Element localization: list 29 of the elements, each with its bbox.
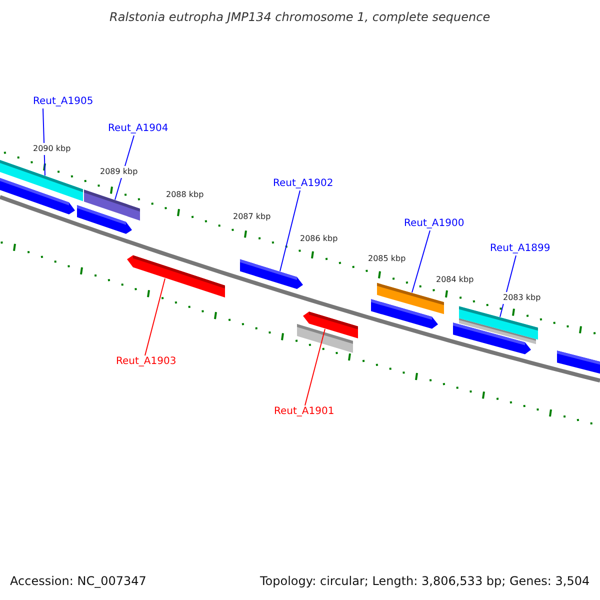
scale-label: 2085 kbp: [368, 253, 406, 265]
gene-feature: [303, 312, 358, 338]
gene-label: Reut_A1902: [273, 178, 334, 190]
gene-label: Reut_A1904: [108, 123, 168, 135]
gene-feature: [127, 255, 225, 298]
leader-line: [304, 328, 326, 406]
leader-line: [144, 278, 166, 356]
title: Ralstonia eutropha JMP134 chromosome 1, complete sequence: [110, 11, 490, 23]
gene-feature: [84, 190, 140, 221]
scale-label: 2087 kbp: [233, 211, 271, 223]
gene-feature: [240, 259, 303, 289]
scale-label: 2083 kbp: [503, 292, 541, 304]
gene-feature: [0, 158, 83, 202]
gene-label: Reut_A1900: [404, 218, 464, 230]
scale-label: 2090 kbp: [33, 143, 71, 155]
leader-line: [412, 230, 430, 294]
footer-text: Accession: NC_007347: [10, 575, 146, 587]
leader-line: [280, 190, 300, 272]
footer-text: Topology: circular; Length: 3,806,533 bp; Genes: 3,504: [260, 575, 590, 587]
scale-label: 2089 kbp: [100, 166, 138, 178]
gene-label: Reut_A1899: [490, 243, 550, 255]
scale-label: 2088 kbp: [166, 189, 204, 201]
gene-label: Reut_A1905: [33, 96, 94, 108]
scale-label: 2084 kbp: [436, 274, 474, 286]
gene-feature: [377, 282, 444, 314]
gene-label: Reut_A1901: [274, 406, 334, 418]
gene-feature: [459, 306, 538, 340]
scale-label: 2086 kbp: [300, 233, 338, 245]
gene-label: Reut_A1903: [116, 356, 176, 368]
